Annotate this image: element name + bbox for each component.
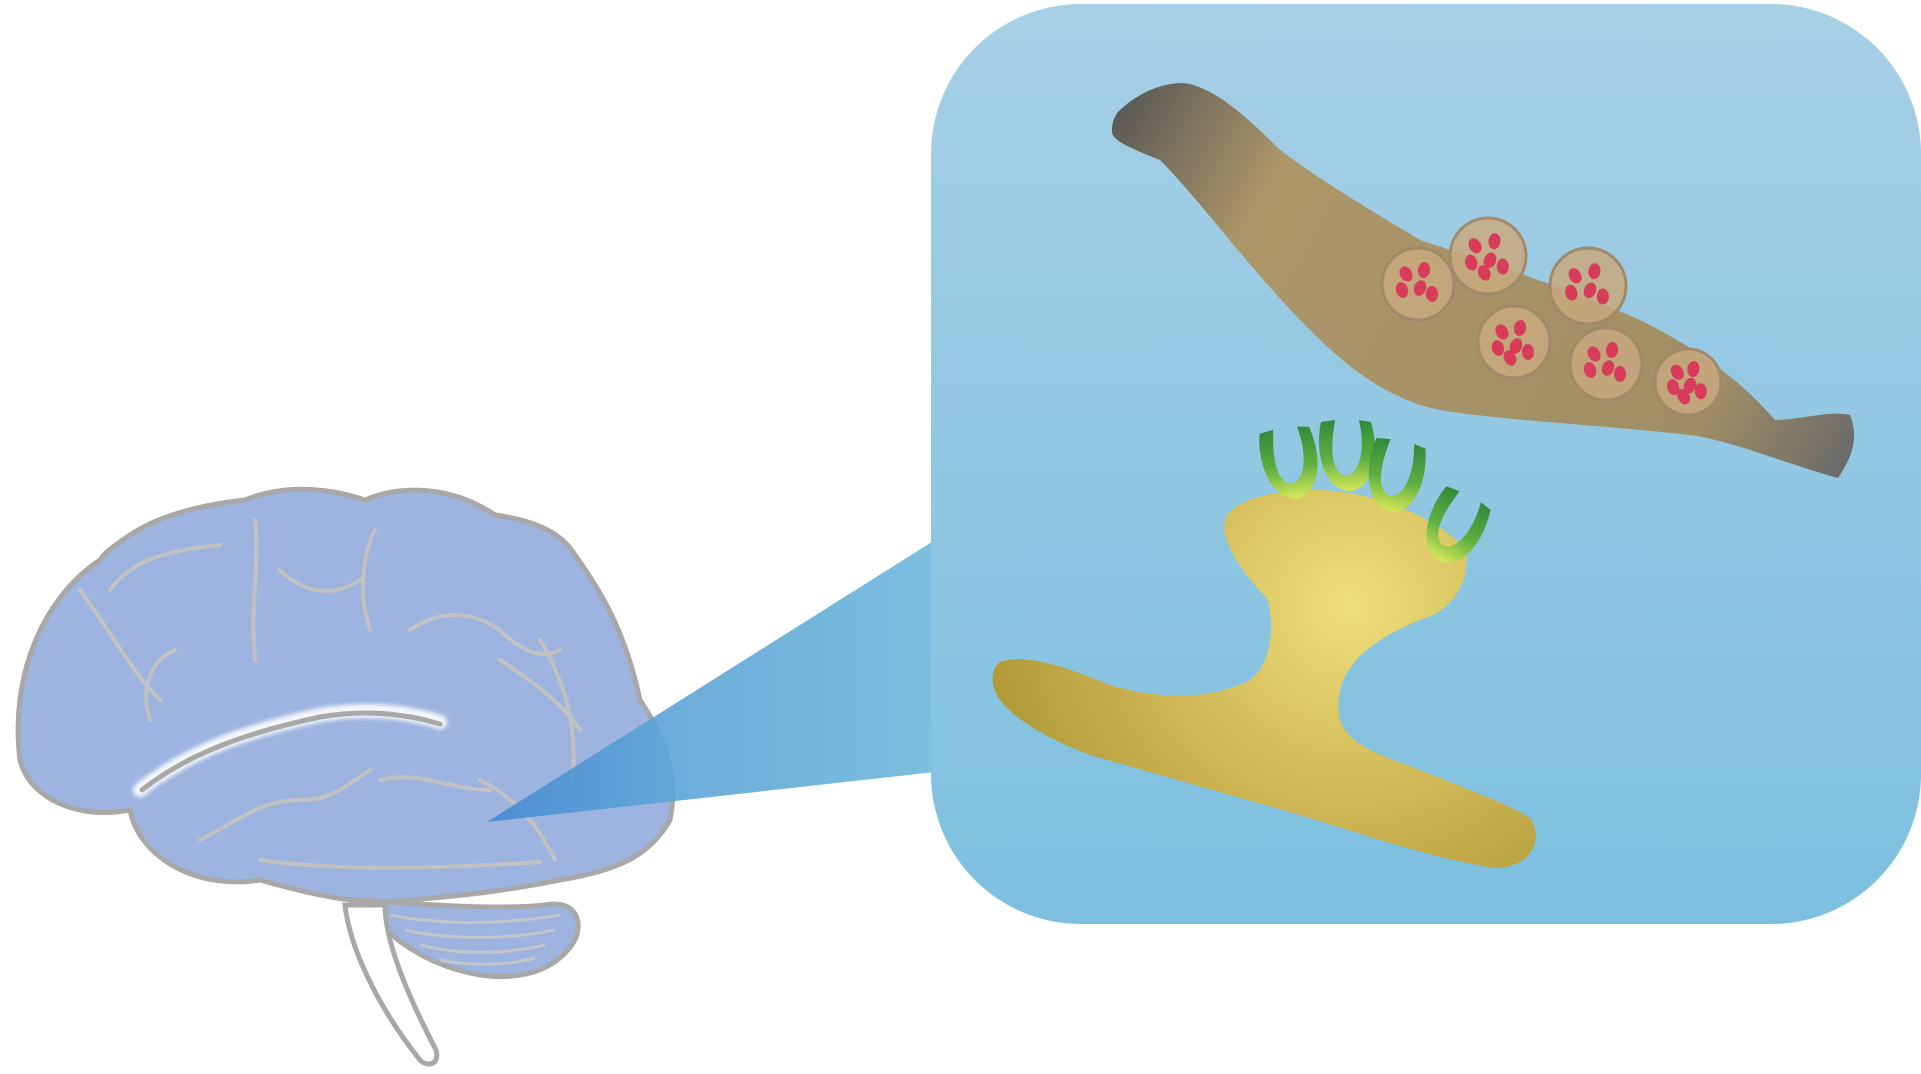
- brain-cerebrum: [18, 489, 673, 902]
- synaptic-vesicle: [1550, 248, 1626, 324]
- synapse-zoom-panel: [931, 4, 1921, 924]
- synaptic-vesicle: [1478, 306, 1550, 378]
- synaptic-vesicle: [1655, 349, 1721, 415]
- synaptic-vesicle: [1450, 218, 1526, 294]
- synaptic-vesicle: [1382, 248, 1454, 320]
- synaptic-vesicle: [1570, 328, 1642, 400]
